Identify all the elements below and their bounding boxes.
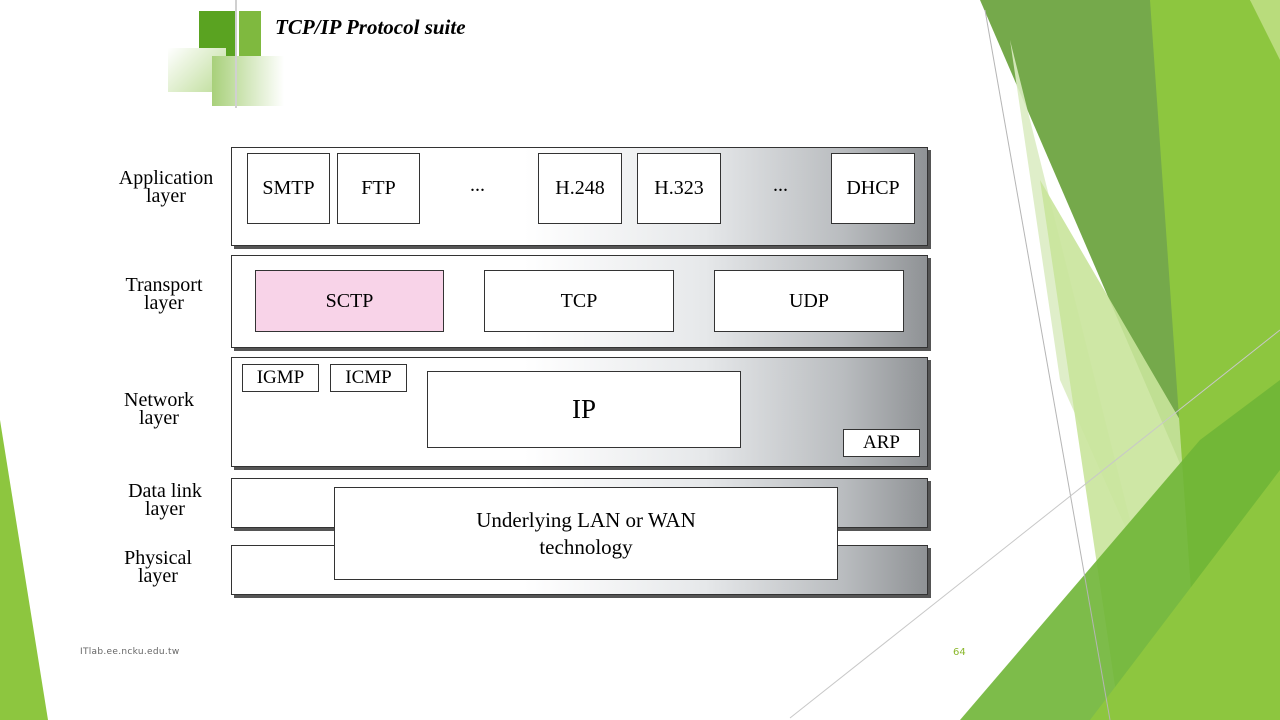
protocol-smtp: SMTP <box>247 153 330 224</box>
ellipsis-app-1: ... <box>470 174 485 196</box>
deco-square-mid <box>239 11 261 56</box>
protocol-sctp: SCTP <box>255 270 444 332</box>
footer-url: ITlab.ee.ncku.edu.tw <box>80 647 180 657</box>
protocol-arp: ARP <box>843 429 920 457</box>
deco-thin-line-1 <box>984 9 1111 720</box>
protocol-icmp: ICMP <box>330 364 407 392</box>
deco-bottom-right-triangle-2 <box>1090 470 1280 720</box>
deco-square-fade <box>212 56 284 106</box>
protocol-igmp: IGMP <box>242 364 319 392</box>
protocol-ip: IP <box>427 371 741 448</box>
page-number: 64 <box>953 647 966 658</box>
protocol-ftp: FTP <box>337 153 420 224</box>
protocol-tcp: TCP <box>484 270 674 332</box>
deco-vertical-line <box>235 0 237 108</box>
protocol-dhcp: DHCP <box>831 153 915 224</box>
protocol-udp: UDP <box>714 270 904 332</box>
deco-thin-line-2 <box>789 329 1280 719</box>
protocol-h323: H.323 <box>637 153 721 224</box>
deco-left-triangle <box>0 420 48 720</box>
protocol-h248: H.248 <box>538 153 622 224</box>
deco-right-strip <box>1250 0 1280 60</box>
slide-title: TCP/IP Protocol suite <box>275 15 466 39</box>
ellipsis-app-2: ... <box>773 174 788 196</box>
